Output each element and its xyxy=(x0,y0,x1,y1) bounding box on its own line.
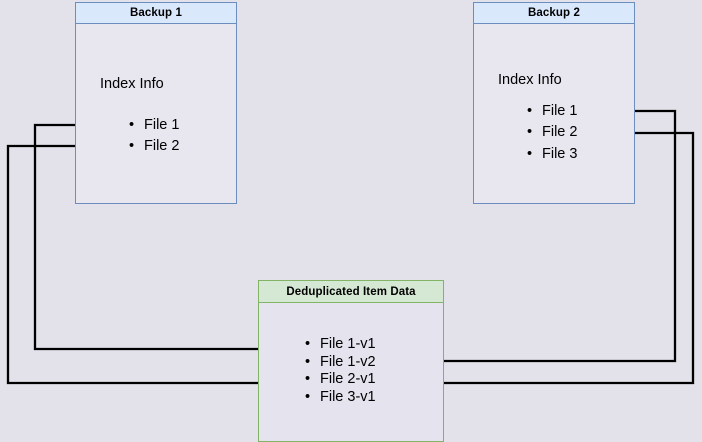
backup2-body: Index Info File 1 File 2 File 3 xyxy=(474,24,634,203)
backup2-file-list: File 1 File 2 File 3 xyxy=(527,101,577,166)
backup2-file-item[interactable]: File 3 xyxy=(527,144,577,166)
dedup-item[interactable]: File 1-v2 xyxy=(305,354,376,372)
backup1-body: Index Info File 1 File 2 xyxy=(76,24,236,203)
backup1-index-info-label: Index Info xyxy=(100,76,164,92)
dedup-body: File 1-v1 File 1-v2 File 2-v1 File 3-v1 xyxy=(259,303,443,441)
dedup-item[interactable]: File 1-v1 xyxy=(305,336,376,354)
connector-backup2-file2-to-file2v1 xyxy=(395,131,695,387)
backup1-file-item[interactable]: File 2 xyxy=(129,136,179,158)
backup2-title: Backup 2 xyxy=(474,3,634,24)
backup1-file-item[interactable]: File 1 xyxy=(129,115,179,137)
dedup-title: Deduplicated Item Data xyxy=(259,281,443,303)
dedup-box[interactable]: Deduplicated Item Data File 1-v1 File 1-… xyxy=(258,280,444,442)
connector-backup2-file1-to-file1v2 xyxy=(395,109,677,365)
connector-backup1-file2-to-file2v1 xyxy=(6,144,301,387)
dedup-item[interactable]: File 3-v1 xyxy=(305,389,376,407)
dedup-item-list: File 1-v1 File 1-v2 File 2-v1 File 3-v1 xyxy=(305,336,376,406)
backup1-file-list: File 1 File 2 xyxy=(129,115,179,158)
backup2-index-info-label: Index Info xyxy=(498,72,562,88)
dedup-item[interactable]: File 2-v1 xyxy=(305,371,376,389)
backup1-box[interactable]: Backup 1 Index Info File 1 File 2 xyxy=(75,2,237,204)
backup2-box[interactable]: Backup 2 Index Info File 1 File 2 File 3 xyxy=(473,2,635,204)
backup1-title: Backup 1 xyxy=(76,3,236,24)
backup2-file-item[interactable]: File 2 xyxy=(527,122,577,144)
backup2-file-item[interactable]: File 1 xyxy=(527,101,577,123)
